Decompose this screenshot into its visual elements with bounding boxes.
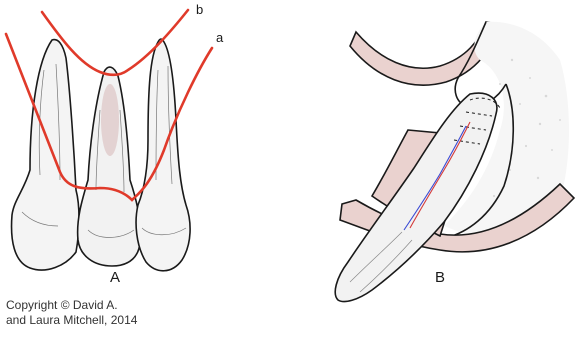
middle-tooth-pulp-shading: [101, 84, 119, 156]
panel-label-a: A: [110, 269, 120, 286]
line-label-b: b: [196, 2, 203, 17]
copyright-notice: Copyright © David A. and Laura Mitchell,…: [6, 298, 137, 328]
line-label-a: a: [216, 30, 224, 45]
copyright-line-1: Copyright © David A.: [6, 298, 137, 313]
copyright-line-2: and Laura Mitchell, 2014: [6, 313, 137, 328]
panel-b-illustration: [335, 22, 574, 302]
panel-label-b: B: [435, 269, 445, 286]
panel-a-illustration: [6, 10, 212, 271]
